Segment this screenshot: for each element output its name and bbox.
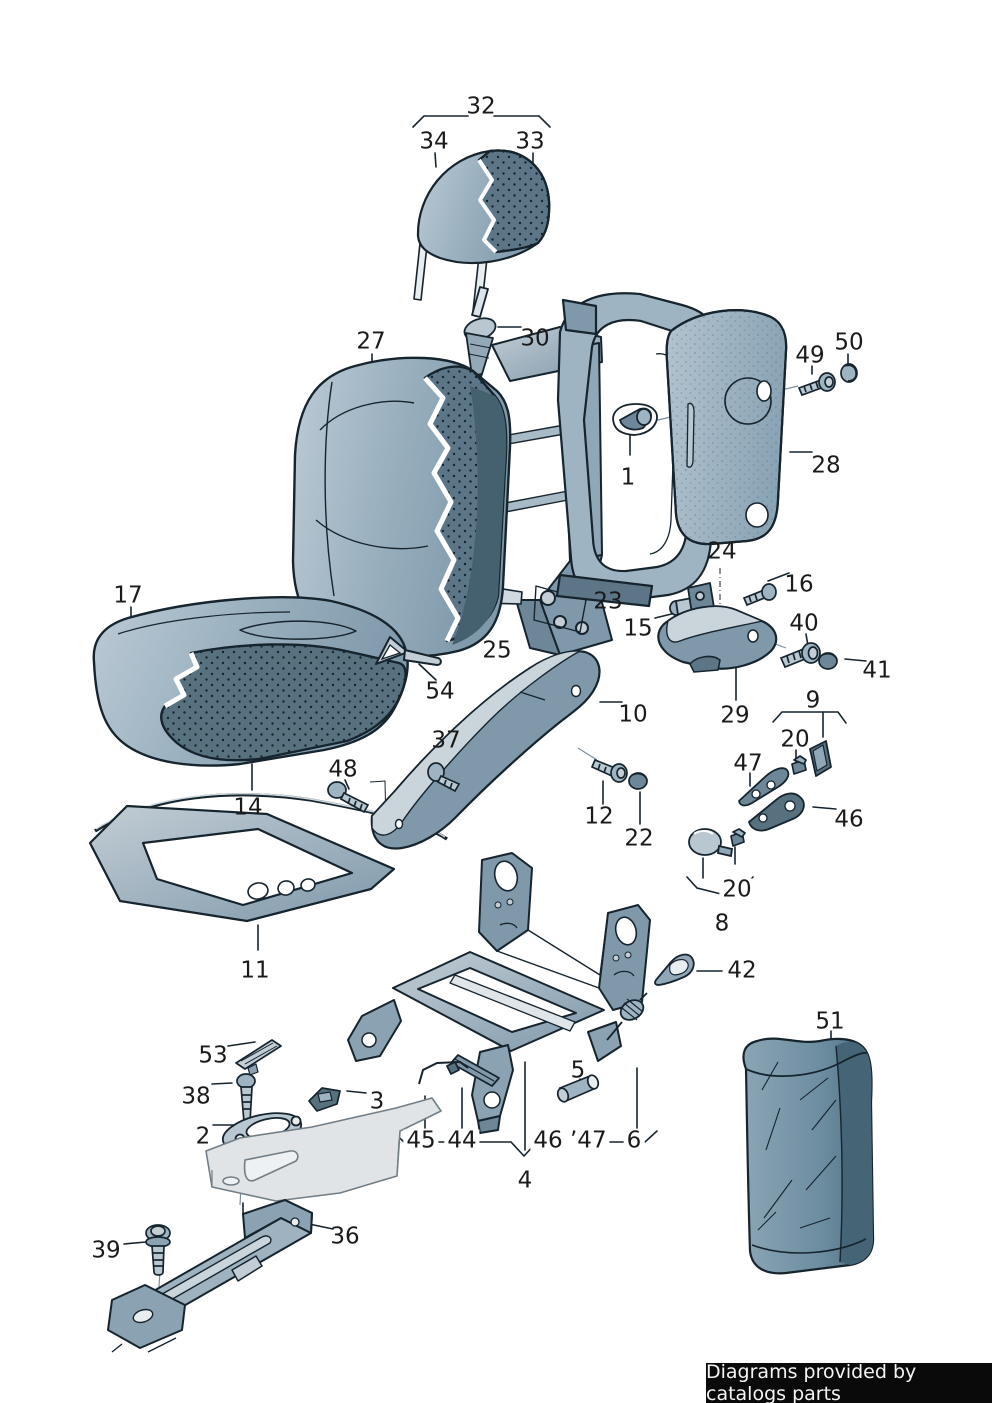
label-24: 24 (707, 538, 737, 565)
label-50: 50 (834, 329, 864, 356)
label-17: 17 (113, 582, 143, 609)
screw-37-drawing (427, 762, 461, 793)
label-27: 27 (356, 328, 386, 355)
label-42: 42 (727, 957, 757, 984)
backrest-cushion-drawing (291, 356, 512, 658)
label-47: 47 (733, 750, 763, 777)
screw-49-drawing (797, 372, 836, 397)
seat-cushion-drawing (92, 596, 409, 767)
label-29: 29 (720, 702, 750, 729)
screw-16-drawing (742, 583, 777, 607)
plate-53-drawing (235, 1039, 282, 1076)
handle-42-drawing (654, 953, 695, 986)
label-3: 3 (369, 1088, 385, 1115)
pad-9-drawing (809, 740, 832, 777)
label-38: 38 (181, 1083, 211, 1110)
label-4: 4 (517, 1167, 533, 1194)
screw-40-drawing (779, 642, 821, 669)
label-15: 15 (623, 615, 653, 642)
label-39: 39 (91, 1237, 121, 1264)
label-46-upper: 46 (834, 806, 864, 833)
label-10: 10 (618, 701, 648, 728)
label-54: 54 (425, 678, 455, 705)
label-22: 22 (624, 825, 654, 852)
label-16: 16 (784, 571, 814, 598)
lumbar-knob-drawing (612, 403, 658, 436)
rail-channel-44-drawing (446, 1054, 500, 1087)
label-5: 5 (570, 1057, 586, 1084)
spring-6-drawing (606, 992, 648, 1041)
clip-20-upper-drawing (791, 755, 807, 775)
cap-50-drawing (840, 363, 858, 383)
wire-45-drawing (418, 1060, 469, 1085)
screw-48-drawing (327, 781, 370, 814)
attribution-bar: Diagrams provided by catalogs parts (706, 1361, 992, 1403)
label-41: 41 (862, 657, 892, 684)
label-40: 40 (789, 610, 819, 637)
label-32: 32 (466, 93, 496, 120)
label-23: 23 (593, 588, 623, 615)
label-8: 8 (714, 910, 730, 937)
label-20-upper: 20 (780, 726, 810, 753)
label-53: 53 (198, 1042, 228, 1069)
side-trim-drawing (370, 650, 601, 850)
cap-41-drawing (818, 652, 838, 670)
attribution-text: Diagrams provided by catalogs parts (706, 1361, 917, 1403)
label-1: 1 (620, 464, 636, 491)
label-33: 33 (515, 128, 545, 155)
clip-3-drawing (308, 1087, 341, 1112)
screw-12-drawing (590, 758, 628, 783)
label-11: 11 (240, 957, 270, 984)
label-36: 36 (330, 1223, 360, 1250)
screw-38-drawing (236, 1073, 256, 1126)
rear-panel-drawing (665, 309, 788, 546)
label-37: 37 (431, 727, 461, 754)
cap-22-drawing (628, 772, 648, 790)
label-51: 51 (815, 1008, 845, 1035)
bolt-39-drawing (145, 1224, 171, 1276)
pin-5-drawing (556, 1074, 600, 1103)
label-12: 12 (584, 803, 614, 830)
clip-20-lower-drawing (730, 828, 746, 847)
seat-frame-drawing (347, 852, 651, 1134)
label-28: 28 (811, 452, 841, 479)
label-48: 48 (328, 756, 358, 783)
label-34: 34 (419, 128, 449, 155)
floor-platform-drawing (205, 1097, 442, 1202)
label-6: 6 (623, 1129, 645, 1153)
stowage-tray-drawing (88, 804, 396, 923)
headrest-guide-sleeve (463, 286, 497, 386)
seat-rail-drawing (107, 1199, 313, 1353)
label-14: 14 (233, 794, 263, 821)
label-9: 9 (805, 687, 821, 714)
label-2: 2 (195, 1123, 211, 1150)
label-44: 44 (444, 1129, 480, 1153)
label-30: 30 (520, 325, 550, 352)
lever-47-drawing (738, 767, 790, 807)
cover-bag-drawing (742, 1037, 875, 1275)
knob-8-drawing (688, 828, 734, 858)
label-46-47: 46 ’47 (530, 1129, 610, 1153)
lever-46-drawing (748, 792, 805, 832)
label-25: 25 (482, 637, 512, 664)
label-45: 45 (403, 1129, 439, 1153)
label-20-lower: 20 (719, 878, 755, 902)
label-49: 49 (795, 342, 825, 369)
release-key-54-drawing (375, 636, 442, 667)
armrest-drawing (657, 605, 778, 673)
